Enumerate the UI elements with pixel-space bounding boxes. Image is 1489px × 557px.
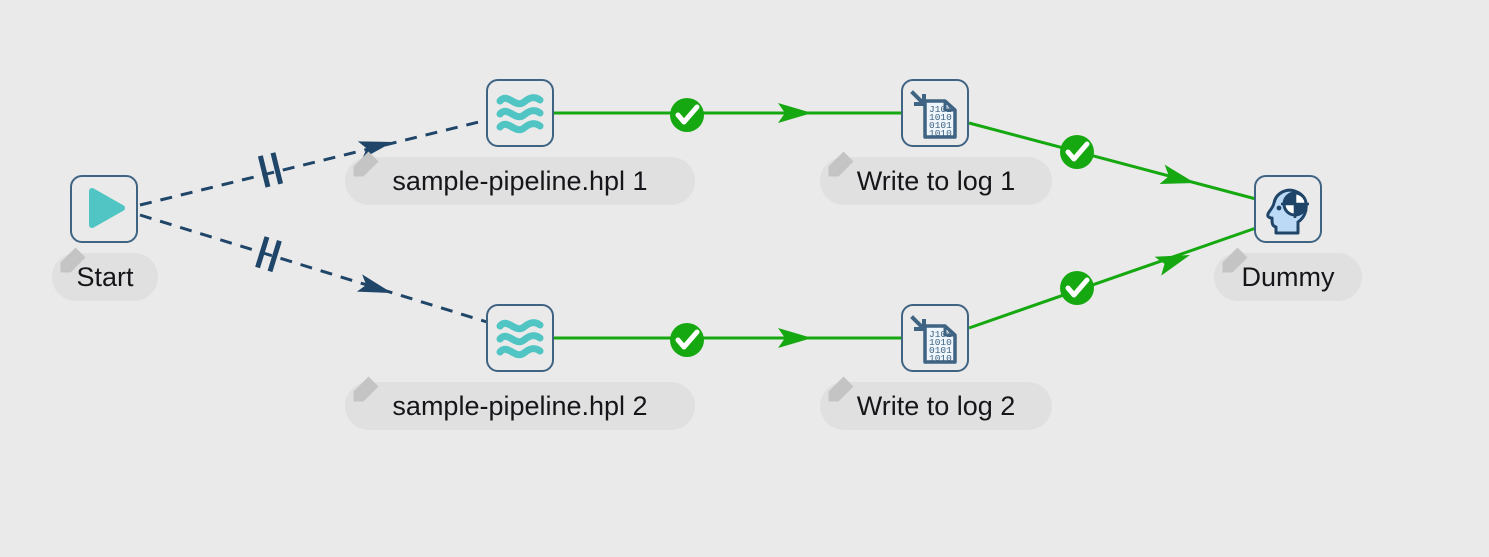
hop-arrowhead [778,328,812,348]
hop-pipeline-2-write-to-log-2[interactable] [554,323,901,357]
node-label-text: Start [76,261,134,292]
label-chip-pipeline-1[interactable]: sample-pipeline.hpl 1 [345,157,695,205]
hop-arrowhead [1154,255,1190,276]
dummy-head-icon [1266,188,1309,235]
hop-line [968,226,1257,330]
pipeline-waves-icon [496,94,544,134]
hop-line [968,121,1257,201]
label-chip-dummy-wrap[interactable]: Dummy [1214,247,1362,301]
hop-status-check[interactable] [1060,271,1094,305]
svg-text:1010: 1010 [929,112,952,123]
svg-text:1010: 1010 [929,353,952,364]
node-label-text: sample-pipeline.hpl 2 [392,390,648,421]
parallel-bars-marker [257,152,284,188]
label-chip-write-to-log-1[interactable]: Write to log 1 [820,157,1052,205]
label-chip-start-wrap[interactable]: Start [52,247,158,301]
hop-line [139,118,488,207]
hop-start-pipeline-2[interactable] [139,213,488,324]
play-icon [89,188,125,228]
hop-write-to-log-2-dummy[interactable] [968,226,1257,330]
parallel-bars-marker [255,236,282,273]
label-chip-pipeline-1-wrap[interactable]: sample-pipeline.hpl 1 [345,151,695,205]
svg-text:J101: J101 [929,104,952,115]
hop-status-check[interactable] [670,98,704,132]
write-to-log-icon: J101 1010 0101 1010 [910,90,957,139]
node-start[interactable] [70,175,138,243]
hop-write-to-log-1-dummy[interactable] [968,121,1257,201]
node-label-text: Write to log 1 [856,165,1016,196]
hop-arrowhead [1159,164,1195,184]
hop-arrowhead [357,141,393,159]
label-chip-write-to-log-2-wrap[interactable]: Write to log 2 [820,376,1052,430]
node-write-to-log-2[interactable]: J101 1010 0101 1010 [901,304,969,372]
node-label-text: Write to log 2 [856,390,1016,421]
pipeline-waves-icon [496,319,544,359]
label-chip-pipeline-2-wrap[interactable]: sample-pipeline.hpl 2 [345,376,695,430]
node-label-text: Dummy [1241,261,1335,292]
label-chip-dummy[interactable]: Dummy [1214,253,1362,301]
svg-text:0101: 0101 [929,120,952,131]
hop-status-check[interactable] [1060,135,1094,169]
node-pipeline-2[interactable] [486,304,554,372]
hop-status-check[interactable] [670,323,704,357]
node-pipeline-1[interactable] [486,79,554,147]
label-chip-pipeline-2[interactable]: sample-pipeline.hpl 2 [345,382,695,430]
hop-line [139,213,488,324]
hop-arrowhead [778,103,812,123]
svg-text:0101: 0101 [929,345,952,356]
hop-arrowhead [356,274,392,293]
label-chip-write-to-log-2[interactable]: Write to log 2 [820,382,1052,430]
label-chip-write-to-log-1-wrap[interactable]: Write to log 1 [820,151,1052,205]
svg-text:J101: J101 [929,329,952,340]
node-label-text: sample-pipeline.hpl 1 [392,165,648,196]
label-chip-start[interactable]: Start [52,253,158,301]
hop-pipeline-1-write-to-log-1[interactable] [554,98,901,132]
svg-text:1010: 1010 [929,337,952,348]
svg-text:1010: 1010 [929,128,952,139]
node-dummy[interactable] [1254,175,1322,243]
write-to-log-icon: J101 1010 0101 1010 [910,315,957,364]
node-write-to-log-1[interactable]: J101 1010 0101 1010 [901,79,969,147]
